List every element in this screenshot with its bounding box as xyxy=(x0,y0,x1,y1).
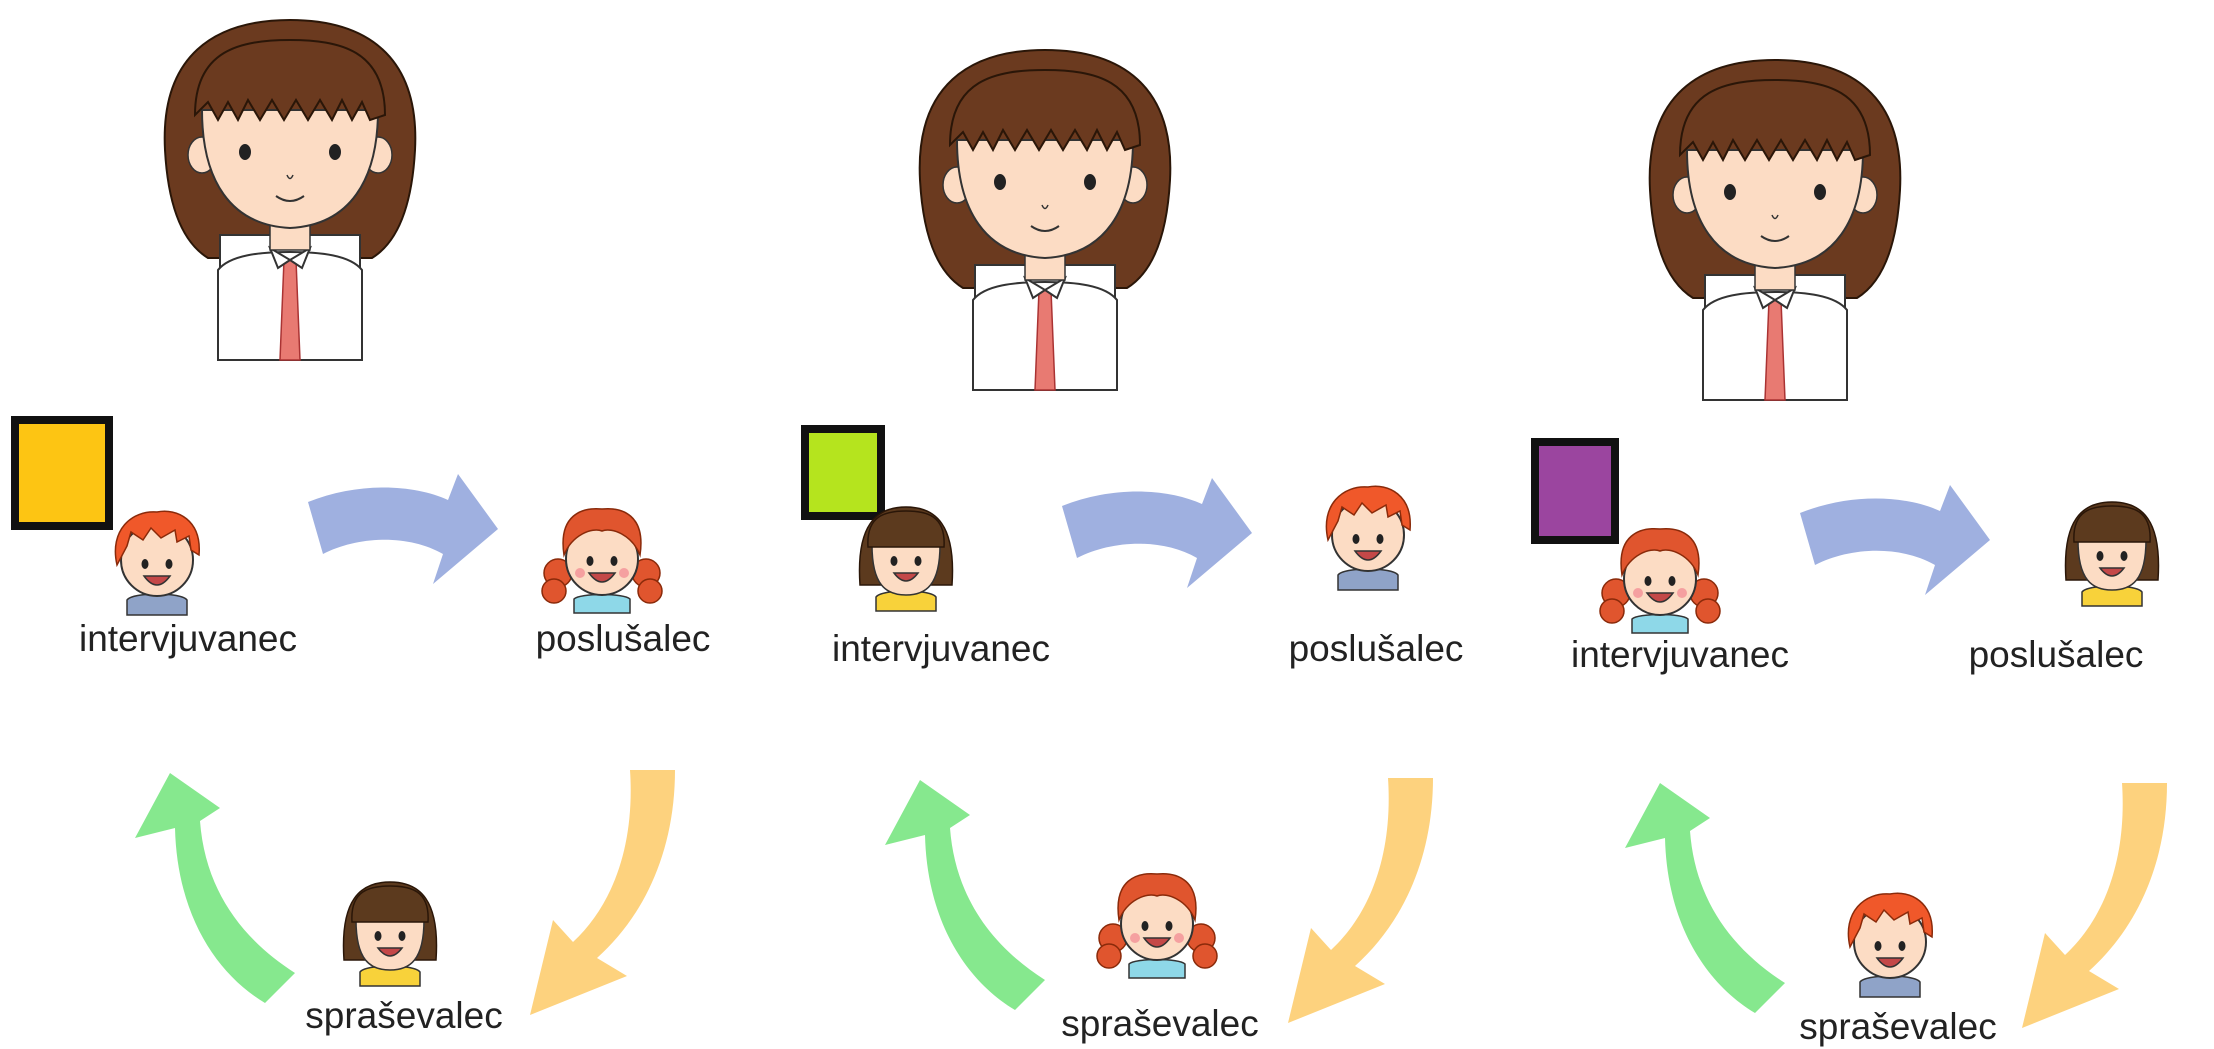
bob-girl-icon xyxy=(342,881,438,987)
panel-3-interviewee-label: intervjuvanec xyxy=(1570,634,1789,675)
panel-2 xyxy=(801,49,1433,1023)
panel-1 xyxy=(11,19,675,1015)
panel-3-listener-label: poslušalec xyxy=(1968,634,2144,675)
panel-3-questioner-label: spraševalec xyxy=(1799,1006,1997,1047)
bob-girl-icon xyxy=(858,506,954,612)
arrow-down-icon xyxy=(1288,778,1433,1023)
teacher-girl-icon xyxy=(1648,59,1902,401)
teacher-girl-icon xyxy=(163,19,417,361)
arrow-up-icon xyxy=(885,780,1045,1010)
panel-1-questioner-label: spraševalec xyxy=(305,995,503,1036)
arrow-up-icon xyxy=(1625,783,1785,1013)
curly-girl-icon xyxy=(1096,872,1218,979)
arrow-down-icon xyxy=(530,770,675,1015)
panel-2-interviewee-label: intervjuvanec xyxy=(831,628,1050,669)
arrow-right-icon xyxy=(308,474,498,584)
arrow-right-icon xyxy=(1062,478,1252,588)
boy-icon xyxy=(1847,892,1934,998)
panel-1-listener-label: poslušalec xyxy=(535,618,711,659)
panel-3 xyxy=(1531,59,2167,1028)
swatch-2 xyxy=(801,425,885,520)
arrow-right-icon xyxy=(1800,485,1990,595)
panel-1-interviewee-label: intervjuvanec xyxy=(78,618,297,659)
boy-icon xyxy=(114,510,201,616)
arrow-up-icon xyxy=(135,773,295,1003)
bob-girl-icon xyxy=(2064,501,2160,607)
curly-girl-icon xyxy=(541,507,663,614)
swatch-1 xyxy=(11,416,113,530)
boy-icon xyxy=(1325,485,1412,591)
panel-2-questioner-label: spraševalec xyxy=(1061,1003,1259,1044)
arrow-down-icon xyxy=(2022,783,2167,1028)
curly-girl-icon xyxy=(1599,527,1721,634)
panel-2-listener-label: poslušalec xyxy=(1288,628,1464,669)
teacher-girl-icon xyxy=(918,49,1172,391)
swatch-3 xyxy=(1531,438,1619,544)
